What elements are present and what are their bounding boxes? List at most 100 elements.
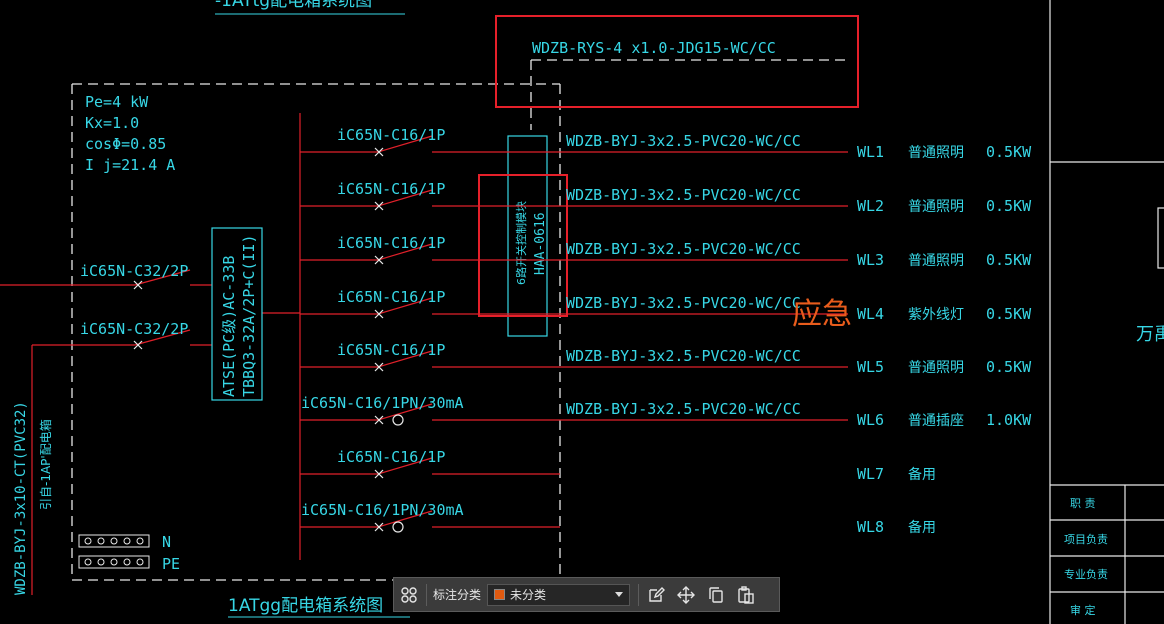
circuit-id: WL7 [857, 465, 884, 483]
main-breaker-marks [133, 280, 143, 350]
title-block-role-2: 项目负责 [1064, 532, 1108, 546]
breaker-contact [377, 189, 433, 207]
circuit-usage: 备用 [908, 519, 936, 536]
main-breaker-1: iC65N-C32/2P [80, 262, 188, 280]
breaker-contact [377, 297, 433, 315]
module-model: HAA-0616 [533, 212, 548, 275]
param-cos: cosΦ=0.85 [85, 135, 166, 153]
control-module-highlight [478, 174, 568, 317]
circuit-cable-label: WDZB-BYJ-3x2.5-PVC20-WC/CC [566, 186, 801, 204]
incoming-feeder-lines [0, 113, 301, 595]
circuit-power: 0.5KW [986, 197, 1032, 215]
circuit-breaker-label: iC65N-C16/1P [337, 126, 445, 144]
circuit-row[interactable]: iC65N-C16/1P WDZB-BYJ-3x2.5-PVC20-WC/CC WL… [300, 341, 1032, 376]
control-cable-label: WDZB-RYS-4 x1.0-JDG15-WC/CC [532, 39, 776, 57]
circuit-id: WL6 [857, 411, 884, 429]
paste-icon[interactable] [731, 578, 761, 611]
category-value: 未分类 [510, 588, 547, 602]
circuit-id: WL5 [857, 358, 884, 376]
circuit-cable-label: WDZB-BYJ-3x2.5-PVC20-WC/CC [566, 132, 801, 150]
rcd-symbol [392, 414, 404, 426]
annotation-toolbar: 标注分类 未分类 [393, 577, 780, 612]
edit-icon[interactable] [641, 578, 671, 611]
atse-label-1: ATSE(PC级)AC-33B [220, 256, 238, 397]
drawing-title-top: -1ATtg配电箱系统图 [215, 0, 372, 11]
toolbar-separator [426, 583, 427, 606]
drawing-title-bottom: 1ATgg配电箱系统图 [228, 596, 383, 616]
grid-menu-icon[interactable] [394, 578, 424, 611]
load-parameters: Pe=4 kW Kx=1.0 cosΦ=0.85 I j=21.4 A [85, 93, 175, 174]
breaker-mark [374, 255, 384, 265]
circuit-row[interactable]: iC65N-C16/1PN/30mA WL8 备用 [300, 501, 936, 536]
circuit-cable-label: WDZB-BYJ-3x2.5-PVC20-WC/CC [566, 240, 801, 258]
project-name: 万禹 [1136, 324, 1164, 345]
circuit-breaker-label: iC65N-C16/1P [337, 341, 445, 359]
earth-bar-label: PE [162, 555, 180, 573]
breaker-mark [374, 522, 384, 532]
circuit-usage: 紫外线灯 [908, 307, 964, 323]
circuit-row[interactable]: iC65N-C16/1P WDZB-BYJ-3x2.5-PVC20-WC/CC WL… [300, 234, 1032, 269]
circuit-id: WL1 [857, 143, 884, 161]
circuit-power: 0.5KW [986, 305, 1032, 323]
emergency-annotation[interactable]: 应急 [792, 297, 852, 332]
title-block-role-1: 职 责 [1070, 497, 1096, 510]
circuit-breaker-label: iC65N-C16/1P [337, 234, 445, 252]
circuit-id: WL3 [857, 251, 884, 269]
circuit-id: WL8 [857, 518, 884, 536]
module-name: 6路开关控制模块 [514, 201, 528, 285]
circuit-breaker-label: iC65N-C16/1PN/30mA [301, 501, 464, 519]
atse-box [211, 227, 263, 401]
incoming-source-note: 引自-1AP'配电箱 [38, 419, 53, 510]
param-kx: Kx=1.0 [85, 114, 139, 132]
circuit-breaker-label: iC65N-C16/1PN/30mA [301, 394, 464, 412]
breaker-mark [374, 201, 384, 211]
neutral-bar-label: N [162, 533, 171, 551]
category-color-swatch [494, 589, 506, 600]
circuit-breaker-label: iC65N-C16/1P [337, 180, 445, 198]
circuit-usage: 备用 [908, 466, 936, 483]
circuit-usage: 普通插座 [908, 413, 964, 429]
neutral-earth-bars: N PE [78, 533, 180, 573]
circuit-id: WL4 [857, 305, 884, 323]
circuit-usage: 普通照明 [908, 199, 964, 215]
copy-icon[interactable] [701, 578, 731, 611]
breaker-mark [374, 415, 384, 425]
circuit-breaker-label: iC65N-C16/1P [337, 288, 445, 306]
circuit-power: 0.5KW [986, 251, 1032, 269]
rcd-symbol [392, 521, 404, 533]
circuit-cable-label: WDZB-BYJ-3x2.5-PVC20-WC/CC [566, 347, 801, 365]
atse-label-2: TBBQ3-32A/2P+C(II) [240, 234, 258, 397]
circuit-row[interactable]: iC65N-C16/1P WL7 备用 [300, 448, 936, 483]
outgoing-circuits: iC65N-C16/1P WDZB-BYJ-3x2.5-PVC20-WC/CC WL… [300, 126, 1032, 536]
incoming-cable-label: WDZB-BYJ-3x10-CT(PVC32) [13, 401, 29, 595]
circuit-breaker-label: iC65N-C16/1P [337, 448, 445, 466]
title-block-role-4: 审 定 [1070, 603, 1096, 617]
circuit-row[interactable]: iC65N-C16/1PN/30mA WDZB-BYJ-3x2.5-PVC20-W… [300, 394, 1032, 429]
circuit-power: 0.5KW [986, 143, 1032, 161]
circuit-id: WL2 [857, 197, 884, 215]
param-ij: I j=21.4 A [85, 156, 175, 174]
breaker-mark [374, 362, 384, 372]
category-dropdown[interactable]: 未分类 [487, 583, 631, 606]
circuit-usage: 普通照明 [908, 360, 964, 376]
breaker-mark [374, 469, 384, 479]
circuit-row[interactable]: iC65N-C16/1P WDZB-BYJ-3x2.5-PVC20-WC/CC WL… [300, 288, 1032, 323]
circuit-cable-label: WDZB-BYJ-3x2.5-PVC20-WC/CC [566, 294, 801, 312]
circuit-row[interactable]: iC65N-C16/1P WDZB-BYJ-3x2.5-PVC20-WC/CC WL… [300, 180, 1032, 215]
toolbar-separator [638, 583, 640, 606]
breaker-contact [377, 350, 433, 368]
breaker-mark [374, 309, 384, 319]
move-icon[interactable] [671, 578, 701, 611]
control-cable-highlight [495, 15, 859, 108]
main-breaker-2: iC65N-C32/2P [80, 320, 188, 338]
control-module-box [507, 135, 548, 337]
breaker-contact [377, 403, 433, 421]
param-pe: Pe=4 kW [85, 93, 149, 111]
breaker-contact [377, 243, 433, 261]
circuit-cable-label: WDZB-BYJ-3x2.5-PVC20-WC/CC [566, 400, 801, 418]
circuit-power: 0.5KW [986, 358, 1032, 376]
title-block-role-3: 专业负责 [1064, 567, 1108, 581]
category-label: 标注分类 [433, 588, 482, 602]
circuit-row[interactable]: iC65N-C16/1P WDZB-BYJ-3x2.5-PVC20-WC/CC WL… [300, 126, 1032, 161]
